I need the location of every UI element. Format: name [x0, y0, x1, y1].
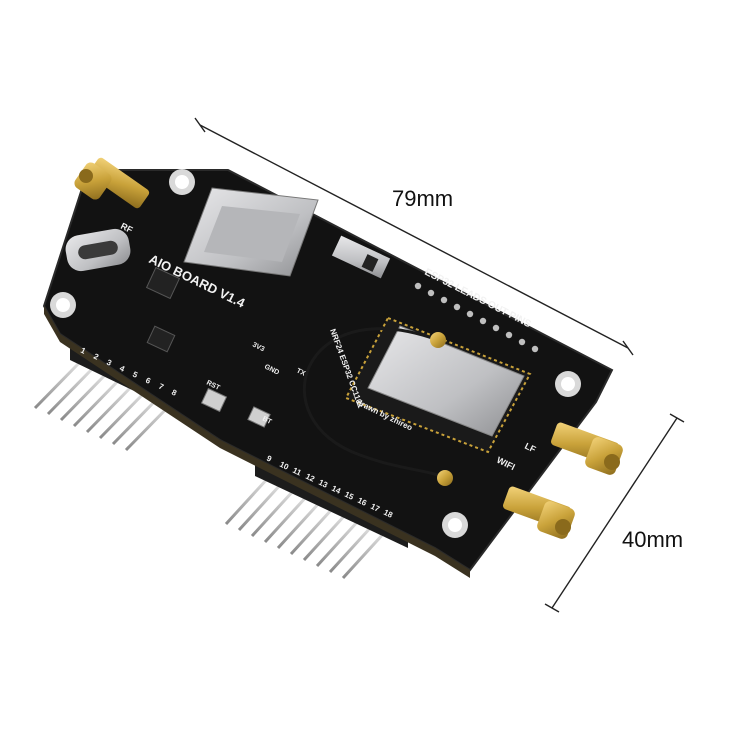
right-pin-number: 18 — [382, 508, 394, 520]
right-pin-number: 13 — [317, 478, 329, 490]
ic-chip — [146, 325, 176, 353]
left-pin-number: 1 — [79, 346, 87, 356]
rf-module — [344, 316, 532, 454]
right-pin-number: 9 — [265, 454, 273, 464]
right-pin-number: 16 — [356, 496, 368, 508]
width-dimension-label: 40mm — [622, 527, 684, 552]
left-pin-number: 5 — [131, 370, 139, 380]
antenna-wire — [303, 327, 446, 480]
right-pin-number: 17 — [369, 502, 381, 514]
microsd-slot — [183, 187, 319, 277]
usb-c-port — [65, 228, 131, 272]
pin-3v3-label: 3V3 — [251, 342, 265, 354]
ufl-connector-icon — [430, 332, 446, 348]
pin-tx-label: TX — [295, 368, 306, 378]
mounting-hole-icon — [555, 371, 581, 397]
left-pin-number: 2 — [92, 352, 100, 362]
mounting-hole-icon — [50, 292, 76, 318]
right-header-pins — [224, 476, 387, 580]
right-pin-number: 12 — [304, 472, 316, 484]
pin-bt-label: BT — [261, 416, 273, 427]
pcb-edge — [44, 306, 470, 578]
dimension-line-width — [544, 413, 685, 613]
mounting-hole-icon — [169, 169, 195, 195]
sma-connector-wifi — [503, 486, 575, 539]
ic-chip — [145, 266, 181, 300]
length-dimension-label: 79mm — [392, 186, 454, 211]
dimension-line-length — [194, 117, 634, 356]
right-pin-number: 14 — [330, 484, 342, 496]
esp32-pin-pads — [414, 282, 539, 353]
power-switch — [331, 235, 391, 279]
mounting-hole-icon — [442, 512, 468, 538]
lf-label: LF — [523, 441, 538, 455]
sma-connector-lf — [551, 422, 623, 475]
left-pin-number: 4 — [118, 364, 126, 374]
right-pin-number: 15 — [343, 490, 355, 502]
left-pin-number: 8 — [170, 388, 178, 398]
left-header-pins — [33, 360, 173, 452]
right-pin-number: 10 — [278, 460, 290, 472]
reset-button — [200, 387, 228, 413]
left-pin-number: 7 — [157, 382, 165, 392]
rf-label: RF — [119, 221, 135, 235]
left-pin-number: 3 — [105, 358, 113, 368]
sma-connector-rf — [74, 157, 150, 209]
left-pin-number: 6 — [144, 376, 152, 386]
ufl-connector-icon — [437, 470, 453, 486]
boot-button — [247, 406, 271, 428]
